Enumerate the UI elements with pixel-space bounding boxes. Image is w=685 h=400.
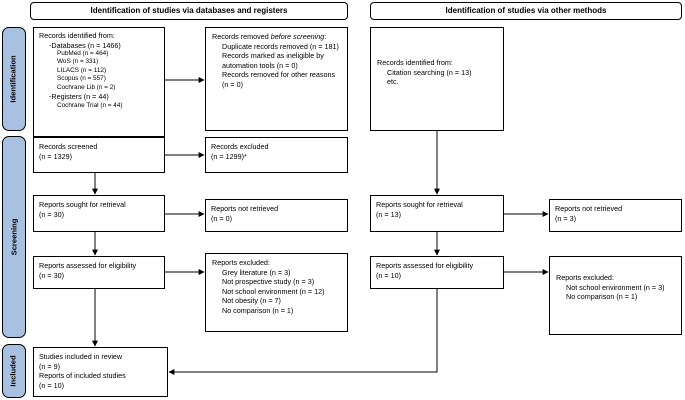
- studies-included-box: Studies included in review (n = 9) Repor…: [33, 347, 168, 397]
- db-item: PubMed (n = 464): [57, 50, 109, 57]
- header-databases: Identification of studies via databases …: [30, 2, 348, 20]
- register-item: Cochrane Trial (n = 44): [57, 101, 123, 109]
- header-other-text: Identification of studies via other meth…: [445, 5, 607, 15]
- included-count: (n = 9): [39, 361, 60, 371]
- other-excluded-title: Reports excluded:: [556, 273, 614, 282]
- included-reports-label: Reports of included studies: [39, 371, 126, 380]
- other-identified-item: Citation searching (n = 13): [387, 67, 472, 77]
- db-item: LILACS (n = 112): [57, 66, 107, 74]
- removed-item: Records marked as ineligible by automati…: [222, 51, 324, 70]
- stage-included-label: Included: [9, 355, 18, 387]
- other-reports-assessed-box: Reports assessed for eligibility (n = 10…: [370, 256, 504, 289]
- reports-excluded-title: Reports excluded:: [212, 258, 270, 267]
- records-identified-title: Records identified from:: [39, 31, 115, 40]
- records-identified-box: Records identified from: -Databases (n =…: [33, 27, 165, 137]
- exclusion-reason: No comparison (n = 1): [222, 305, 294, 315]
- databases-count: -Databases (n = 1466): [49, 40, 121, 50]
- other-assessed-label: Reports assessed for eligibility: [376, 261, 474, 270]
- records-screened-box: Records screened (n = 1329): [33, 137, 165, 173]
- exclusion-reason: Not obesity (n = 7): [222, 296, 281, 305]
- registers-count: -Registers (n = 44): [49, 92, 109, 102]
- exclusion-reason: Not school environment (n = 12): [222, 286, 325, 296]
- other-identified-title: Records identified from:: [377, 58, 453, 67]
- reports-not-retrieved-box: Reports not retrieved (n = 0): [205, 199, 348, 232]
- not-retrieved-label: Reports not retrieved: [211, 204, 279, 213]
- reports-assessed-box: Reports assessed for eligibility (n = 30…: [33, 256, 165, 289]
- excluded-label: Records excluded: [211, 142, 269, 151]
- removed-item: Records removed for other reasons (n = 0…: [222, 70, 336, 89]
- other-not-retrieved-label: Reports not retrieved: [555, 204, 623, 213]
- exclusion-reason: Not prospective study (n = 3): [222, 277, 315, 286]
- other-reports-sought-box: Reports sought for retrieval (n = 13): [370, 195, 504, 232]
- included-reports-count: (n = 10): [39, 380, 64, 390]
- other-assessed-count: (n = 10): [376, 270, 401, 280]
- included-label: Studies included in review: [39, 352, 123, 361]
- sought-label: Reports sought for retrieval: [39, 200, 126, 209]
- other-not-retrieved-count: (n = 3): [555, 213, 576, 223]
- other-identified-item: etc.: [387, 77, 399, 86]
- assessed-count: (n = 30): [39, 270, 64, 280]
- other-sought-count: (n = 13): [376, 209, 401, 219]
- other-exclusion-reason: No comparison (n = 1): [566, 292, 638, 301]
- stage-included: Included: [2, 344, 26, 398]
- other-sought-label: Reports sought for retrieval: [376, 200, 463, 209]
- other-records-identified-box: Records identified from: Citation search…: [370, 27, 504, 131]
- records-excluded-box: Records excluded (n = 1299)*: [205, 137, 348, 173]
- assessed-label: Reports assessed for eligibility: [39, 261, 137, 270]
- screened-label: Records screened: [39, 142, 98, 151]
- exclusion-reason: Grey literature (n = 3): [222, 267, 291, 277]
- db-item: Scopus (n = 557): [57, 75, 106, 83]
- other-not-retrieved-box: Reports not retrieved (n = 3): [549, 199, 682, 232]
- stage-screening: Screening: [2, 136, 26, 338]
- stage-screening-label: Screening: [8, 218, 18, 256]
- sought-count: (n = 30): [39, 209, 64, 219]
- not-retrieved-count: (n = 0): [211, 213, 232, 223]
- stage-identification: Identification: [2, 27, 26, 131]
- records-removed-title: Records removed before screening:: [212, 32, 327, 41]
- header-databases-text: Identification of studies via databases …: [90, 5, 288, 15]
- other-reports-excluded-box: Reports excluded: Not school environment…: [549, 256, 682, 335]
- db-item: WoS (n = 331): [57, 58, 99, 66]
- records-removed-box: Records removed before screening: Duplic…: [205, 27, 348, 131]
- reports-sought-box: Reports sought for retrieval (n = 30): [33, 195, 165, 232]
- stage-identification-label: Identification: [8, 55, 18, 103]
- excluded-count: (n = 1299)*: [211, 151, 247, 161]
- db-item: Cochrane Lib (n = 2): [57, 83, 116, 91]
- reports-excluded-box: Reports excluded: Grey literature (n = 3…: [205, 253, 348, 332]
- header-other-methods: Identification of studies via other meth…: [370, 2, 682, 20]
- screened-count: (n = 1329): [39, 151, 72, 161]
- removed-item: Duplicate records removed (n = 181): [222, 41, 339, 51]
- other-exclusion-reason: Not school environment (n = 3): [566, 282, 665, 292]
